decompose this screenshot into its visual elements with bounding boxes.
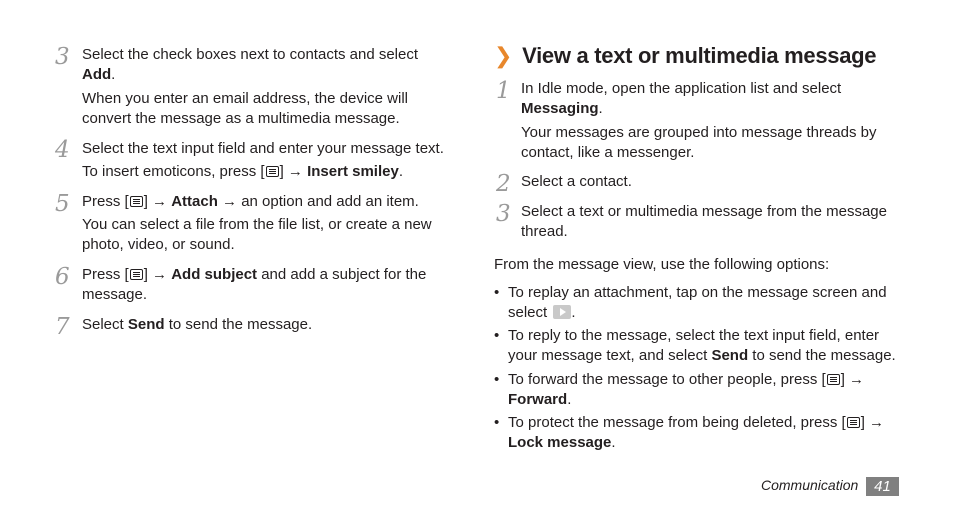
footer-section-label: Communication	[761, 477, 859, 493]
step-note: When you enter an email address, the dev…	[82, 90, 409, 127]
bullet-text: To forward the message to other people, …	[508, 371, 865, 408]
step-number: 7	[55, 314, 70, 340]
chevron-right-icon: ❯	[494, 43, 513, 68]
menu-key-icon	[846, 417, 860, 428]
step-number: 4	[55, 137, 70, 163]
messaging-label: Messaging	[521, 100, 599, 117]
step-number: 3	[496, 201, 511, 227]
page-number: 41	[866, 477, 899, 496]
heading-text: View a text or multimedia message	[522, 43, 877, 68]
step-number: 5	[55, 191, 70, 217]
options-intro: From the message view, use the following…	[494, 256, 830, 273]
step-note: To insert emoticons, press [] → Insert s…	[82, 163, 403, 180]
step-number: 6	[55, 264, 70, 290]
menu-key-icon	[129, 196, 143, 207]
step-number: 3	[55, 44, 70, 70]
step-text: Select the text input field and enter yo…	[82, 140, 444, 157]
step-text: In Idle mode, open the application list …	[521, 80, 842, 117]
step-note: Your messages are grouped into message t…	[521, 124, 877, 161]
step-text: Press [] → Add subject and add a subject…	[82, 266, 427, 303]
bullet-dot: •	[494, 327, 500, 344]
bullet-text: To replay an attachment, tap on the mess…	[508, 284, 887, 321]
step-number: 1	[496, 78, 511, 104]
menu-key-icon	[265, 166, 279, 177]
add-label: Add	[82, 66, 112, 83]
bullet-dot: •	[494, 414, 500, 431]
menu-key-icon	[826, 374, 840, 385]
bullet-text: To protect the message from being delete…	[508, 414, 885, 451]
step-text: Press [] → Attach → an option and add an…	[82, 193, 419, 210]
step-note: You can select a file from the file list…	[82, 216, 432, 253]
step-text: Select a contact.	[521, 173, 632, 190]
step-number: 2	[496, 171, 511, 197]
bullet-dot: •	[494, 371, 500, 388]
play-icon	[553, 305, 572, 319]
step-text: Select Send to send the message.	[82, 316, 313, 333]
menu-key-icon	[129, 269, 143, 280]
bullet-dot: •	[494, 284, 500, 301]
section-heading: ❯ View a text or multimedia message	[494, 43, 877, 69]
bullet-text: To reply to the message, select the text…	[508, 327, 896, 364]
step-text: Select a text or multimedia message from…	[521, 203, 887, 240]
step-text: Select the check boxes next to contacts …	[82, 46, 419, 83]
